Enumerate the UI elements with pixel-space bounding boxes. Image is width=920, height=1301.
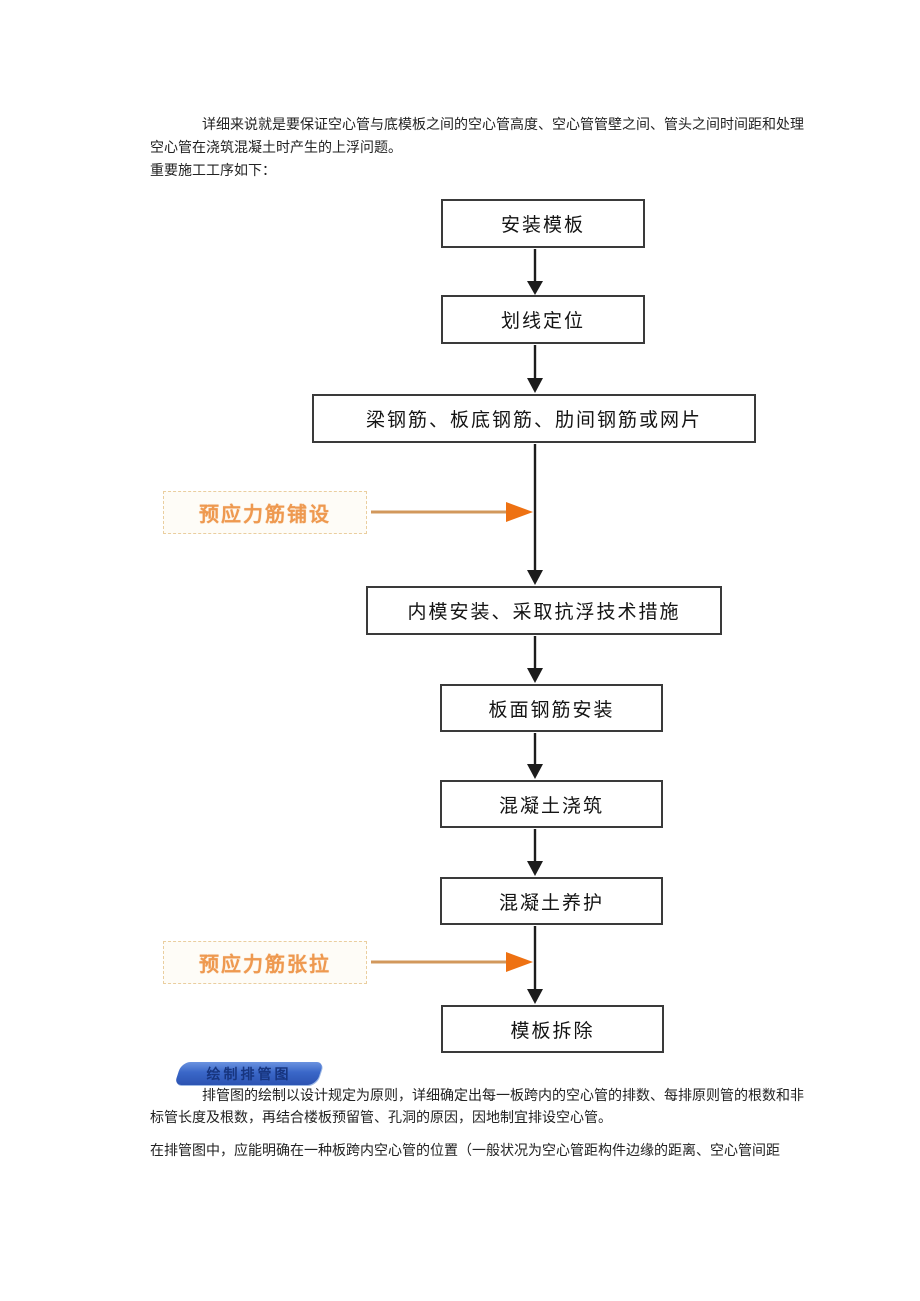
flow-step-concrete-pouring: 混凝土浇筑 [440,780,663,828]
flow-step-inner-mold-antifloat: 内模安装、采取抗浮技术措施 [366,586,722,635]
body-paragraph-2: 在排管图中，应能明确在一种板跨内空心管的位置（一般状况为空心管距构件边缘的距离、… [150,1144,780,1159]
flow-step-label: 安装模板 [500,215,585,236]
flow-step-rebar-mesh: 梁钢筋、板底钢筋、肋间钢筋或网片 [312,394,756,443]
side-box-label: 预应力筋张拉 [199,954,331,976]
flow-step-formwork-removal: 模板拆除 [441,1005,664,1053]
badge-label: 绘制排管图 [206,1065,292,1082]
flow-step-label: 板面钢筋安装 [488,699,615,721]
side-arrow-prestress-tensioning [371,952,533,972]
flow-step-label: 内模安装、采取抗浮技术措施 [407,602,681,623]
body-text-block: 排管图的绘制以设计规定为原则，详细确定出每一板跨内的空心管的排数、每排原则管的根… [150,1086,814,1163]
side-box-label: 预应力筋铺设 [199,504,331,526]
flow-step-label: 混凝土养护 [498,892,604,914]
side-box-prestress-laying: 预应力筋铺设 [163,491,367,534]
flow-step-line-positioning: 划线定位 [441,295,645,344]
intro-text-block: 详细来说就是要保证空心管与底模板之间的空心管高度、空心管管壁之间、管头之间时间距… [150,114,814,183]
section-badge: 绘制排管图 [174,1062,324,1085]
flow-step-label: 模板拆除 [510,1020,595,1042]
flow-step-label: 划线定位 [500,311,585,332]
flow-step-install-formwork: 安装模板 [441,199,645,248]
side-arrow-prestress-laying [371,502,533,522]
flow-step-concrete-curing: 混凝土养护 [440,877,663,925]
flow-step-label: 混凝土浇筑 [498,795,604,817]
flow-step-label: 梁钢筋、板底钢筋、肋间钢筋或网片 [365,410,702,431]
side-box-prestress-tensioning: 预应力筋张拉 [163,941,367,984]
body-paragraph-1: 排管图的绘制以设计规定为原则，详细确定出每一板跨内的空心管的排数、每排原则管的根… [150,1089,804,1126]
flow-step-slab-surface-rebar: 板面钢筋安装 [440,684,663,732]
intro-paragraph: 详细来说就是要保证空心管与底模板之间的空心管高度、空心管管壁之间、管头之间时间距… [150,118,804,156]
intro-lead-line: 重要施工工序如下： [150,164,276,179]
